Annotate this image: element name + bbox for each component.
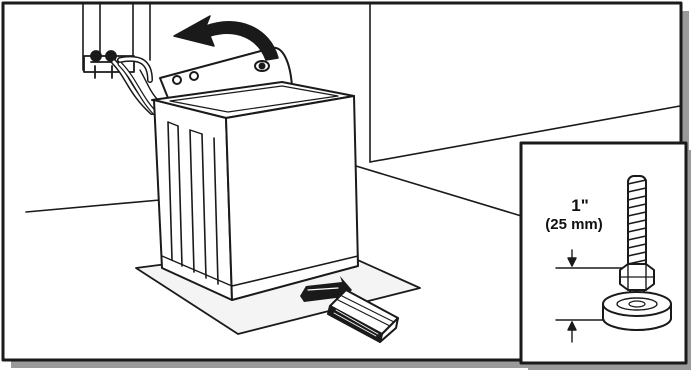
leveling-foot-inset xyxy=(521,143,691,370)
dimension-label-millimeters: (25 mm) xyxy=(524,216,624,233)
dimension-label-inches: 1" xyxy=(552,196,608,216)
